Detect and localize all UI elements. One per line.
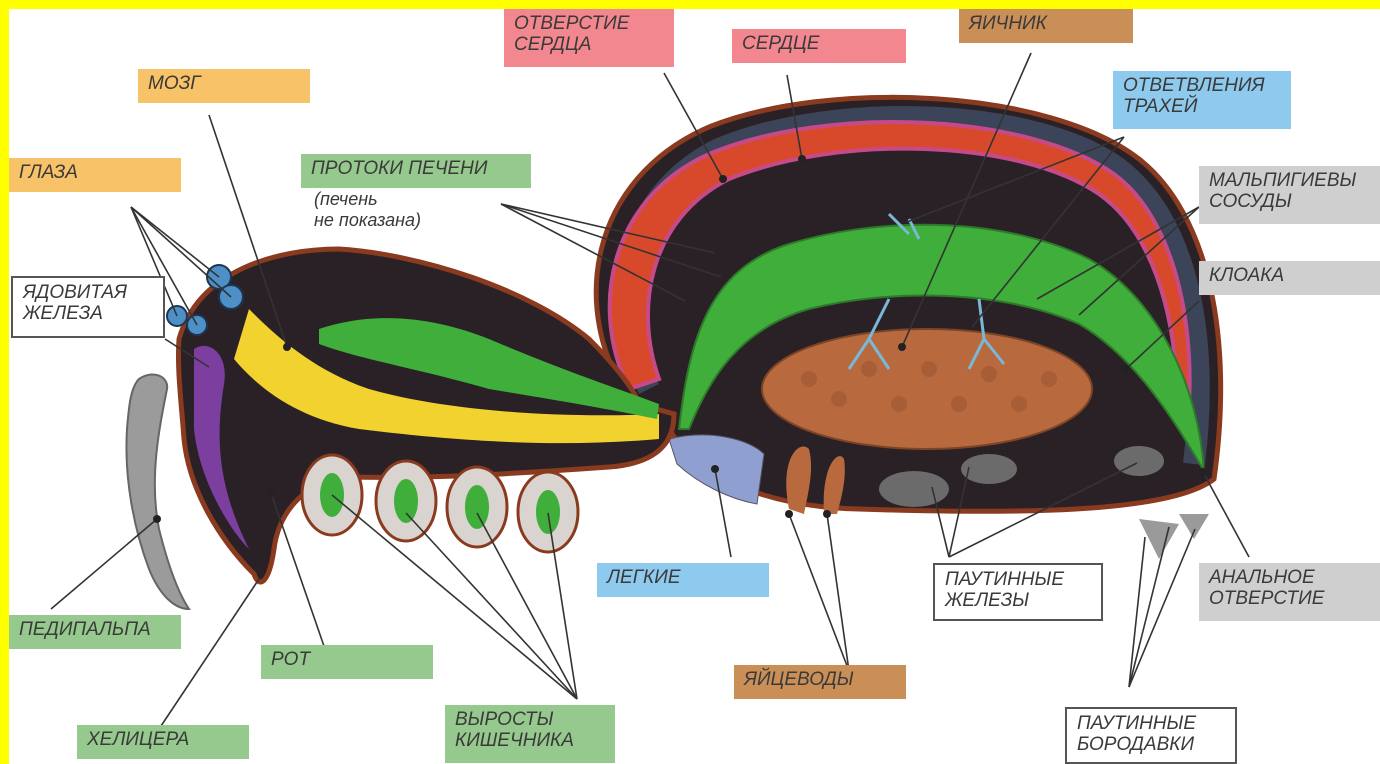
liver-note: (печень не показана) [314, 189, 494, 231]
ovary-shape [762, 329, 1092, 449]
label-ovary: ЯИЧНИК [959, 9, 1133, 43]
label-liver-ducts: ПРОТОКИ ПЕЧЕНИ [301, 154, 531, 188]
label-oviducts: ЯЙЦЕВОДЫ [734, 665, 906, 699]
label-lungs: ЛЕГКИЕ [597, 563, 769, 597]
label-eyes: ГЛАЗА [9, 158, 181, 192]
spinnerets-shape [1139, 514, 1209, 559]
abdomen [596, 97, 1220, 559]
label-pedipalp: ПЕДИПАЛЬПА [9, 615, 181, 649]
label-heart-opening: ОТВЕРСТИЕ СЕРДЦА [504, 9, 674, 67]
label-gut-outgrowths: ВЫРОСТЫ КИШЕЧНИКА [445, 705, 615, 763]
diagram-stage: МОЗГ ГЛАЗА ЯДОВИТАЯ ЖЕЛЕЗА ПРОТОКИ ПЕЧЕН… [9, 9, 1380, 764]
label-spinnerets: ПАУТИННЫЕ БОРОДАВКИ [1065, 707, 1237, 764]
label-brain: МОЗГ [138, 69, 310, 103]
label-anal-opening: АНАЛЬНОЕ ОТВЕРСТИЕ [1199, 563, 1380, 621]
label-heart: СЕРДЦЕ [732, 29, 906, 63]
label-malpighian: МАЛЬПИГИЕВЫ СОСУДЫ [1199, 166, 1380, 224]
label-silk-glands: ПАУТИННЫЕ ЖЕЛЕЗЫ [933, 563, 1103, 621]
label-venom-gland: ЯДОВИТАЯ ЖЕЛЕЗА [11, 276, 165, 338]
label-chelicera: ХЕЛИЦЕРА [77, 725, 249, 759]
label-cloaca: КЛОАКА [1199, 261, 1380, 295]
label-trachea-branches: ОТВЕТВЛЕНИЯ ТРАХЕЙ [1113, 71, 1291, 129]
label-mouth: РОТ [261, 645, 433, 679]
